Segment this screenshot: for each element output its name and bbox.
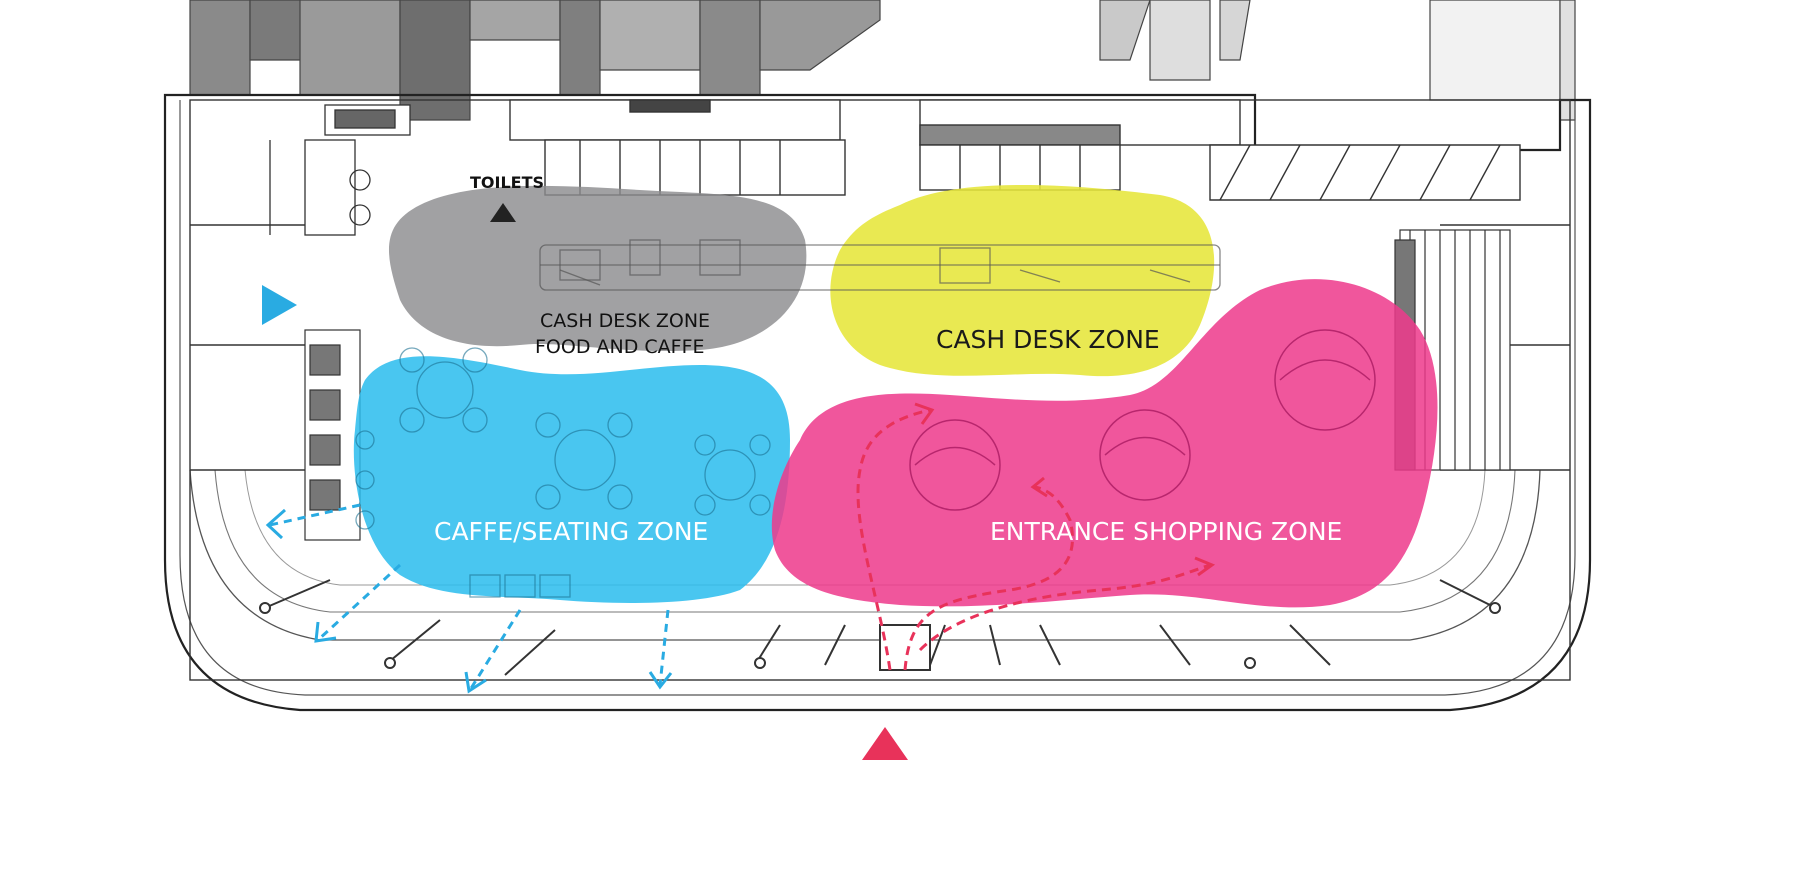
furniture xyxy=(355,347,771,598)
side-entrance-marker xyxy=(262,285,297,325)
display-units xyxy=(909,329,1376,511)
food-zone-label-line1: CASH DESK ZONE xyxy=(540,310,710,332)
cash-desk-zone xyxy=(830,185,1215,377)
shopping-flow-arrows xyxy=(856,408,1211,671)
entrance-shopping-zone-label: ENTRANCE SHOPPING ZONE xyxy=(990,517,1342,546)
main-entrance-marker xyxy=(862,727,908,760)
building-linework xyxy=(163,0,1592,712)
toilets-marker xyxy=(490,203,516,222)
upper-facade-blocks xyxy=(189,0,1576,121)
seating-arrowheads xyxy=(265,508,673,694)
blue-flow-arrow xyxy=(316,563,402,642)
food-caffe-zone xyxy=(388,185,807,352)
food-zone-label-line2: FOOD AND CAFFE xyxy=(535,336,705,358)
cash-counter xyxy=(539,239,1221,291)
service-room xyxy=(269,104,411,236)
back-counters xyxy=(509,99,1521,201)
blue-flow-arrow xyxy=(658,609,670,686)
left-shelving xyxy=(304,329,361,541)
blue-flow-arrow xyxy=(269,503,361,527)
shopping-arrowheads xyxy=(914,402,1216,577)
outer-envelope xyxy=(163,93,1592,712)
front-fins xyxy=(259,579,1501,676)
entrance-shopping-zone xyxy=(771,279,1438,608)
seating-exit-arrows xyxy=(269,503,670,691)
blue-flow-arrow xyxy=(468,609,522,691)
caffe-seating-zone xyxy=(353,356,790,603)
cash-desk-zone-label: CASH DESK ZONE xyxy=(936,325,1160,354)
pink-flow-arrow xyxy=(856,408,931,671)
pink-flow-arrow xyxy=(918,563,1211,652)
pink-flow-arrow xyxy=(903,485,1074,671)
caffe-seating-zone-label: CAFFE/SEATING ZONE xyxy=(434,517,708,546)
toilets-label: TOILETS xyxy=(470,173,544,192)
zones xyxy=(353,185,1438,608)
